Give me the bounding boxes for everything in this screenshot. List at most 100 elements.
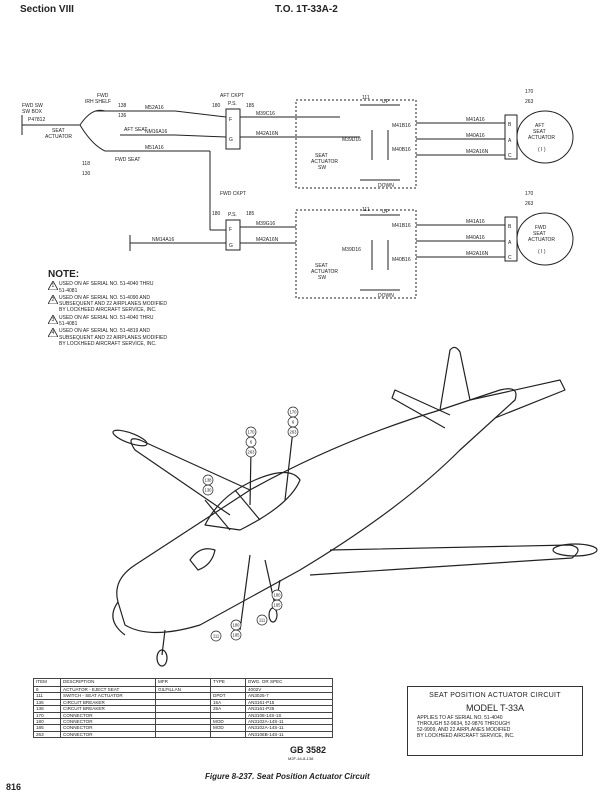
note-item-1: 1 USED ON AF SERIAL NO. 51-4040 THRU 51-… xyxy=(48,281,238,294)
note-text-3: USED ON AF SERIAL NO. 51-4040 THRU 51-40… xyxy=(59,314,154,328)
section-label: Section VIII xyxy=(20,4,74,15)
aft-down-label: DOWN xyxy=(378,183,394,189)
aft-sw-actuator: ACTUATOR xyxy=(311,159,338,165)
note-text-4: USED ON AF SERIAL NO. 51-4819 AND SUBSEQ… xyxy=(59,328,167,347)
ac-callout-185b: 185 xyxy=(233,633,241,638)
aft-act-i: ( I ) xyxy=(538,147,546,153)
wire-m40b16-fwd: M40B16 xyxy=(392,257,411,263)
ac-callout-111a: 111 xyxy=(259,618,266,623)
col-type: TYPE xyxy=(210,678,246,687)
wire-m42a16n-fwd: M42A16N xyxy=(256,237,279,243)
fwd-act-3: ACTUATOR xyxy=(528,237,555,243)
fwd-sw-seat: SEAT xyxy=(315,263,328,269)
fwd-act-i: ( I ) xyxy=(538,249,546,255)
gb-number: GB 3582 xyxy=(290,745,327,755)
wire-m52a16: M52A16 xyxy=(145,105,164,111)
ac-callout-170b: 170 xyxy=(248,430,256,435)
wire-m42a16n-fwd-out: M42A16N xyxy=(466,251,489,257)
aft-sw-sw: SW xyxy=(318,165,326,171)
to-number: T.O. 1T-33A-2 xyxy=(275,4,338,15)
fwd-sw-actuator: ACTUATOR xyxy=(311,269,338,275)
fwd-ps-label: P.S. xyxy=(228,212,237,218)
irh-shelf-label: IRH SHELF xyxy=(85,99,111,105)
aft-callout-111: 111 xyxy=(362,95,370,101)
fwd-up-label: UP xyxy=(382,209,390,215)
aft-sw-seat: SEAT xyxy=(315,153,328,159)
wiring-schematic: FWD SW SW BOX P47812 SEAT ACTUATOR FWD I… xyxy=(21,89,574,299)
aft-ckpt-label: AFT CKPT xyxy=(220,93,244,99)
ac-callout-180b: 180 xyxy=(233,623,241,628)
ac-callout-170a: 170 xyxy=(290,410,298,415)
wire-m41a16-fwd: M41A16 xyxy=(466,219,485,225)
wire-nm14a16: NM14A16 xyxy=(152,237,174,243)
wire-m39d16-aft: M39D16 xyxy=(342,137,361,143)
ac-callout-263a: 263 xyxy=(290,430,298,435)
ac-callout-185a: 185 xyxy=(274,603,282,608)
fwd-down-label: DOWN xyxy=(378,293,394,299)
fwd-callout-263: 263 xyxy=(525,201,534,207)
notes-block: NOTE: 1 USED ON AF SERIAL NO. 51-4040 TH… xyxy=(48,269,238,348)
fwd-pin-g: G xyxy=(229,243,233,249)
note-item-2: 2 USED ON AF SERIAL NO. 51-4090 AND SUBS… xyxy=(48,294,238,314)
actuator-label: ACTUATOR xyxy=(45,134,72,140)
callout-118: 118 xyxy=(82,161,90,167)
fwd-pin-f: F xyxy=(229,227,232,233)
aft-callout-185: 185 xyxy=(246,103,255,109)
wire-m42a16n-aft-out: M42A16N xyxy=(466,149,489,155)
note-text-1: USED ON AF SERIAL NO. 51-4040 THRU 51-40… xyxy=(59,281,154,294)
aft-pin-f: F xyxy=(229,117,232,123)
ac-callout-130: 130 xyxy=(205,488,213,493)
fwd-act-2: SEAT xyxy=(533,231,546,237)
wire-m41b16-aft: M41B16 xyxy=(392,123,411,129)
col-item: ITEM xyxy=(33,678,61,687)
note-triangle-icon: 2 xyxy=(48,294,59,304)
fwd-callout-111: 111 xyxy=(362,207,370,213)
fwd-sw-sw: SW xyxy=(318,275,326,281)
ac-callout-263b: 263 xyxy=(248,450,256,455)
aft-pin-g: G xyxy=(229,137,233,143)
wire-m39c16: M39C16 xyxy=(256,111,275,117)
wire-m41a16-aft: M41A16 xyxy=(466,117,485,123)
fwd-seat-label: FWD SEAT xyxy=(115,157,140,163)
title-box-applicability: APPLIES TO AF SERIAL NO. 51-4040 THROUGH… xyxy=(417,715,515,739)
fwd-pin-c: C xyxy=(508,255,512,261)
notes-title: NOTE: xyxy=(48,269,80,280)
fwd-label: FWD xyxy=(97,93,109,99)
aft-callout-263: 263 xyxy=(525,99,534,105)
aft-act-3: ACTUATOR xyxy=(528,135,555,141)
col-dwg: DWG. OR SPEC xyxy=(245,678,333,687)
title-box-model: MODEL T-33A xyxy=(465,703,525,713)
fwd-callout-185: 185 xyxy=(246,211,255,217)
fwd-pin-b: B xyxy=(508,224,512,230)
note-text-2: USED ON AF SERIAL NO. 51-4090 AND SUBSEQ… xyxy=(59,294,167,314)
wire-m42a16n-aft: M42A16N xyxy=(256,131,279,137)
aft-pin-a: A xyxy=(508,138,512,144)
aft-up-label: UP xyxy=(382,99,390,105)
wire-m40b16-aft: M40B16 xyxy=(392,147,411,153)
fwd-callout-170: 170 xyxy=(525,191,534,197)
title-box: SEAT POSITION ACTUATOR CIRCUIT MODEL T-3… xyxy=(407,686,583,756)
fwd-ckpt-label: FWD CKPT xyxy=(220,191,246,197)
wire-m40a16-aft: M40A16 xyxy=(466,133,485,139)
aft-seat-label: AFT SEAT xyxy=(124,127,147,133)
page-number: 816 xyxy=(6,782,22,792)
seat-label: SEAT xyxy=(52,128,65,134)
col-mfr: MFR xyxy=(155,678,211,687)
wire-m51a16: M51A16 xyxy=(145,145,164,151)
note-item-3: 3 USED ON AF SERIAL NO. 51-4040 THRU 51-… xyxy=(48,314,238,328)
callout-138: 138 xyxy=(118,103,127,109)
aft-pin-c: C xyxy=(508,153,512,159)
aft-pin-b: B xyxy=(508,122,512,128)
title-box-heading: SEAT POSITION ACTUATOR CIRCUIT xyxy=(429,692,561,699)
gb-subnumber: M2F-44-8-138 xyxy=(288,756,314,761)
aircraft-illustration: 170 6 263 170 6 263 138 130 180 185 111 … xyxy=(112,346,598,667)
aft-act-2: SEAT xyxy=(533,129,546,135)
note-triangle-icon: 3 xyxy=(48,314,59,324)
